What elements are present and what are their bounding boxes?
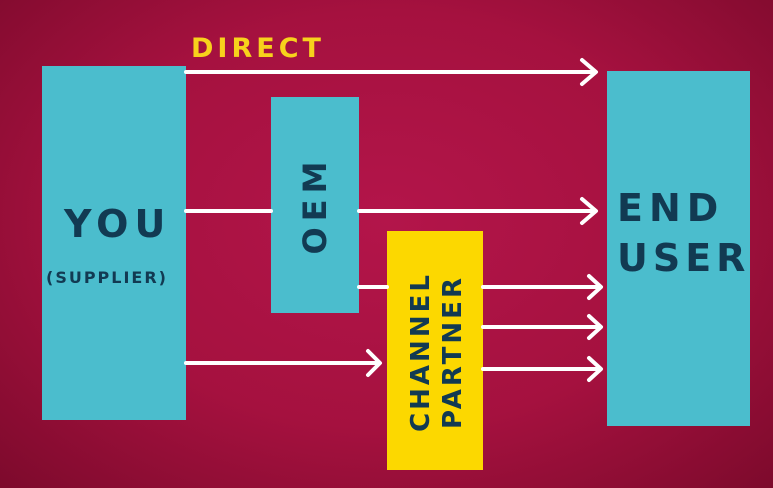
you-supplier-box <box>42 66 186 420</box>
arrow-channel-enduser-1-head <box>587 274 603 300</box>
arrow-you-channel-head <box>366 349 382 377</box>
arrow-channel-enduser-3-head <box>587 356 603 382</box>
arrow-direct-head <box>580 58 598 86</box>
end-user-box <box>607 71 750 426</box>
supplier-label: (SUPPLIER) <box>46 268 168 287</box>
partner-label: PARTNER <box>438 275 468 429</box>
end-label: END <box>617 186 725 230</box>
direct-label: DIRECT <box>191 33 325 64</box>
channel-partner-box <box>387 231 483 470</box>
you-label: YOU <box>64 202 172 246</box>
oem-box <box>271 97 359 313</box>
arrow-oem-enduser-head <box>580 197 598 225</box>
arrow-channel-enduser-2-head <box>587 314 603 340</box>
oem-label: OEM <box>296 155 334 255</box>
user-label: USER <box>617 236 751 280</box>
channel-label: CHANNEL <box>406 272 436 432</box>
